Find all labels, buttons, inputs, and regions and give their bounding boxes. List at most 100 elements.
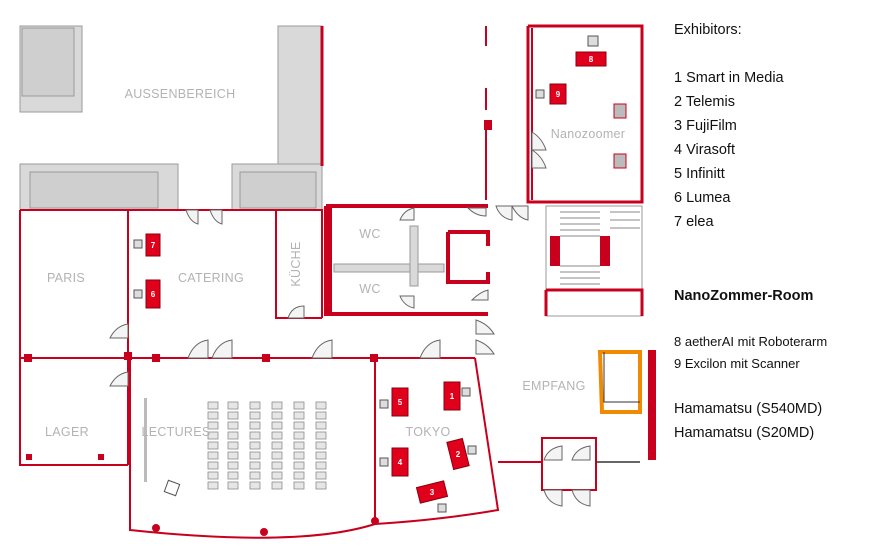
booth-8-label: 8 [589,55,594,64]
lecture-seat [227,481,239,490]
booth-5-label: 5 [398,398,403,407]
legend-exhibitor-6: 6 Lumea [674,190,731,206]
booth-8 [575,51,607,67]
lecture-seat [207,421,219,430]
booth-6-label: 6 [151,290,156,299]
lecture-seat [249,481,261,490]
lecture-seat [271,441,283,450]
lecture-seating [207,401,327,490]
outdoor-blocks [19,25,323,211]
lecture-seat [271,481,283,490]
lecture-seat [315,461,327,470]
corridor-bars [333,225,445,287]
lecture-seat [293,411,305,420]
lecture-seat [227,401,239,410]
legend-hamamatsu-2: Hamamatsu (S20MD) [674,425,815,441]
lecture-seat [227,451,239,460]
room-label-tokyo: TOKYO [405,425,450,439]
legend-exhibitor-3: 3 FujiFilm [674,118,737,134]
booth-7 [145,233,161,257]
legend-nano-item-8: 8 aetherAI mit Roboterarm [674,334,828,349]
booth-2 [446,437,470,471]
legend-exhibitor-5: 5 Infinitt [674,166,725,182]
room-labels: AUSSENBEREICH Nanozoomer WC WC KÜCHE PAR… [45,87,625,439]
legend-nano-heading: NanoZommer-Room [674,288,814,304]
lecture-seat [227,471,239,480]
lecture-seat [207,401,219,410]
lecture-seat [271,411,283,420]
lecture-seat [293,471,305,480]
lecture-seat [315,431,327,440]
lecture-seat [315,401,327,410]
lecture-seat [207,461,219,470]
booth-9-label: 9 [556,90,561,99]
lecture-seat [315,451,327,460]
lecture-seat [271,461,283,470]
lectern [163,479,181,497]
lecture-seat [249,401,261,410]
lecture-seat [271,421,283,430]
booth-7-label: 7 [151,241,156,250]
lecture-seat [293,421,305,430]
booth-6 [145,279,161,309]
booth-5 [391,387,409,417]
lecture-seat [207,431,219,440]
lecture-seat [315,471,327,480]
room-label-kueche: KÜCHE [289,241,303,286]
booth-3-label: 3 [430,488,435,497]
lecture-seat [227,411,239,420]
lecture-seat [249,441,261,450]
room-label-empfang: EMPFANG [522,379,585,393]
lectures-screen [144,398,147,482]
booth-2-label: 2 [456,450,461,459]
legend-exhibitor-2: 2 Telemis [674,94,735,110]
lecture-seat [315,421,327,430]
lecture-seat [227,441,239,450]
lecture-seat [227,431,239,440]
lecture-seat [315,441,327,450]
legend-exhibitor-7: 7 elea [674,214,714,230]
lecture-seat [293,481,305,490]
lecture-seat [249,461,261,470]
lecture-seat [271,431,283,440]
lecture-seat [271,471,283,480]
booth-9 [549,83,567,105]
stairs [560,211,640,285]
room-label-lectures: LECTURES [141,425,210,439]
lecture-seat [207,411,219,420]
lecture-seat [293,441,305,450]
lecture-seat [315,481,327,490]
booth-4 [391,447,409,477]
doors [109,131,591,507]
columns [24,352,379,536]
legend-nano-item-9: 9 Excilon mit Scanner [674,356,800,371]
lecture-seat [271,401,283,410]
legend-exhibitor-4: 4 Virasoft [674,142,735,158]
lecture-seat [315,411,327,420]
room-label-paris: PARIS [47,271,85,285]
room-label-catering: CATERING [178,271,244,285]
room-label-aussenbereich: AUSSENBEREICH [125,87,236,101]
room-label-wc-upper: WC [359,227,380,241]
lecture-seat [271,451,283,460]
lecture-seat [207,471,219,480]
lecture-seat [293,431,305,440]
lecture-seat [249,411,261,420]
lecture-seat [249,471,261,480]
booth-4-label: 4 [398,458,403,467]
booth-1 [443,381,461,411]
lecture-seat [249,451,261,460]
lecture-seat [293,401,305,410]
booth-1-label: 1 [450,392,455,401]
walls [19,24,656,539]
lecture-seat [207,441,219,450]
room-label-wc-lower: WC [359,282,380,296]
booth-3 [415,480,449,504]
lecture-seat [249,431,261,440]
lecture-seat [207,451,219,460]
room-label-nanozoomer: Nanozoomer [551,127,626,141]
legend-hamamatsu-1: Hamamatsu (S540MD) [674,401,823,417]
booths: 7 6 8 9 5 1 4 2 3 [133,35,627,513]
lecture-seat [249,421,261,430]
